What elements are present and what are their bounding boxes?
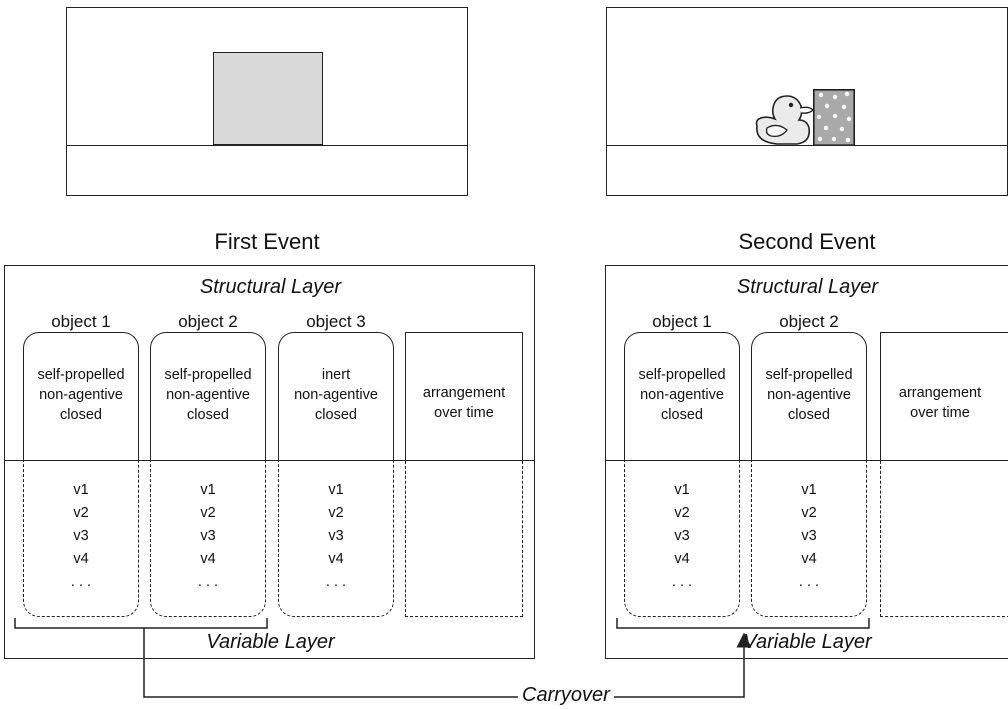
variable-label: v3 [674, 528, 690, 544]
property-label: non-agentive [294, 387, 378, 403]
object-1-structural-box: self-propelled non-agentive closed [23, 332, 139, 460]
variable-layer-label: Variable Layer [206, 631, 335, 653]
arrangement-structural-box: arrangement over time [880, 332, 1008, 460]
variable-label: v1 [73, 482, 89, 498]
object-1-structural-box: self-propelled non-agentive closed [624, 332, 740, 460]
variable-label: v3 [200, 528, 216, 544]
variable-label: v4 [328, 551, 344, 567]
layer-divider [606, 460, 1008, 461]
property-label: closed [60, 407, 102, 423]
first-event-panel: Structural Layer object 1 object 2 objec… [4, 265, 535, 659]
object-label: object 1 [51, 312, 111, 331]
layer-divider [5, 460, 534, 461]
object-2-structural-box: self-propelled non-agentive closed [751, 332, 867, 460]
property-label: closed [187, 407, 229, 423]
arrangement-variable-box [405, 461, 523, 617]
variable-label: v2 [328, 505, 344, 521]
object-1-variable-box: v1 v2 v3 v4 . . . [23, 461, 139, 617]
property-label: self-propelled [765, 367, 853, 383]
variable-layer-bracket [14, 618, 268, 629]
property-label: self-propelled [638, 367, 726, 383]
property-label: non-agentive [767, 387, 851, 403]
scene-floor [67, 145, 467, 146]
property-label: non-agentive [166, 387, 250, 403]
variable-label: v2 [73, 505, 89, 521]
first-event-title: First Event [214, 229, 320, 254]
variable-label: v1 [200, 482, 216, 498]
arrangement-label: over time [434, 405, 494, 421]
variable-label: v1 [674, 482, 690, 498]
variable-label: v4 [200, 551, 216, 567]
variable-label: v2 [801, 505, 817, 521]
object-1-variable-box: v1 v2 v3 v4 . . . [624, 461, 740, 617]
variable-ellipsis: . . . [798, 574, 820, 590]
first-event-scene [66, 7, 468, 196]
variable-label: v3 [801, 528, 817, 544]
arrangement-variable-box [880, 461, 1008, 617]
property-label: closed [788, 407, 830, 423]
variable-label: v3 [328, 528, 344, 544]
property-label: non-agentive [39, 387, 123, 403]
variable-label: v2 [674, 505, 690, 521]
structural-layer-label: Structural Layer [199, 276, 342, 298]
polka-dot-block-icon [813, 89, 855, 146]
object-label: object 2 [779, 312, 839, 331]
object-2-structural-box: self-propelled non-agentive closed [150, 332, 266, 460]
object-3-variable-box: v1 v2 v3 v4 . . . [278, 461, 394, 617]
second-event-panel: Structural Layer object 1 object 2 self-… [605, 265, 1008, 659]
object-label: object 2 [178, 312, 238, 331]
property-label: closed [315, 407, 357, 423]
variable-ellipsis: . . . [325, 574, 347, 590]
structural-layer-label: Structural Layer [736, 276, 879, 298]
arrangement-label: over time [910, 405, 970, 421]
variable-label: v4 [674, 551, 690, 567]
variable-label: v4 [801, 551, 817, 567]
arrangement-label: arrangement [898, 385, 982, 401]
property-label: self-propelled [164, 367, 252, 383]
variable-label: v3 [73, 528, 89, 544]
property-label: inert [321, 367, 351, 383]
variable-layer-bracket [616, 618, 870, 629]
scene-floor [607, 145, 1007, 146]
rubber-duck-icon [755, 95, 814, 145]
object-3-structural-box: inert non-agentive closed [278, 332, 394, 460]
object-label: object 3 [306, 312, 366, 331]
object-2-variable-box: v1 v2 v3 v4 . . . [150, 461, 266, 617]
variable-layer-label: Variable Layer [743, 631, 872, 653]
gray-box-object [213, 52, 323, 145]
variable-label: v1 [801, 482, 817, 498]
variable-label: v4 [73, 551, 89, 567]
carryover-label: Carryover [518, 684, 614, 707]
property-label: closed [661, 407, 703, 423]
arrangement-structural-box: arrangement over time [405, 332, 523, 460]
variable-ellipsis: . . . [70, 574, 92, 590]
object-2-variable-box: v1 v2 v3 v4 . . . [751, 461, 867, 617]
arrangement-label: arrangement [422, 385, 506, 401]
property-label: self-propelled [37, 367, 125, 383]
variable-ellipsis: . . . [671, 574, 693, 590]
variable-label: v1 [328, 482, 344, 498]
object-label: object 1 [652, 312, 712, 331]
property-label: non-agentive [640, 387, 724, 403]
variable-ellipsis: . . . [197, 574, 219, 590]
variable-label: v2 [200, 505, 216, 521]
second-event-title: Second Event [738, 229, 876, 254]
